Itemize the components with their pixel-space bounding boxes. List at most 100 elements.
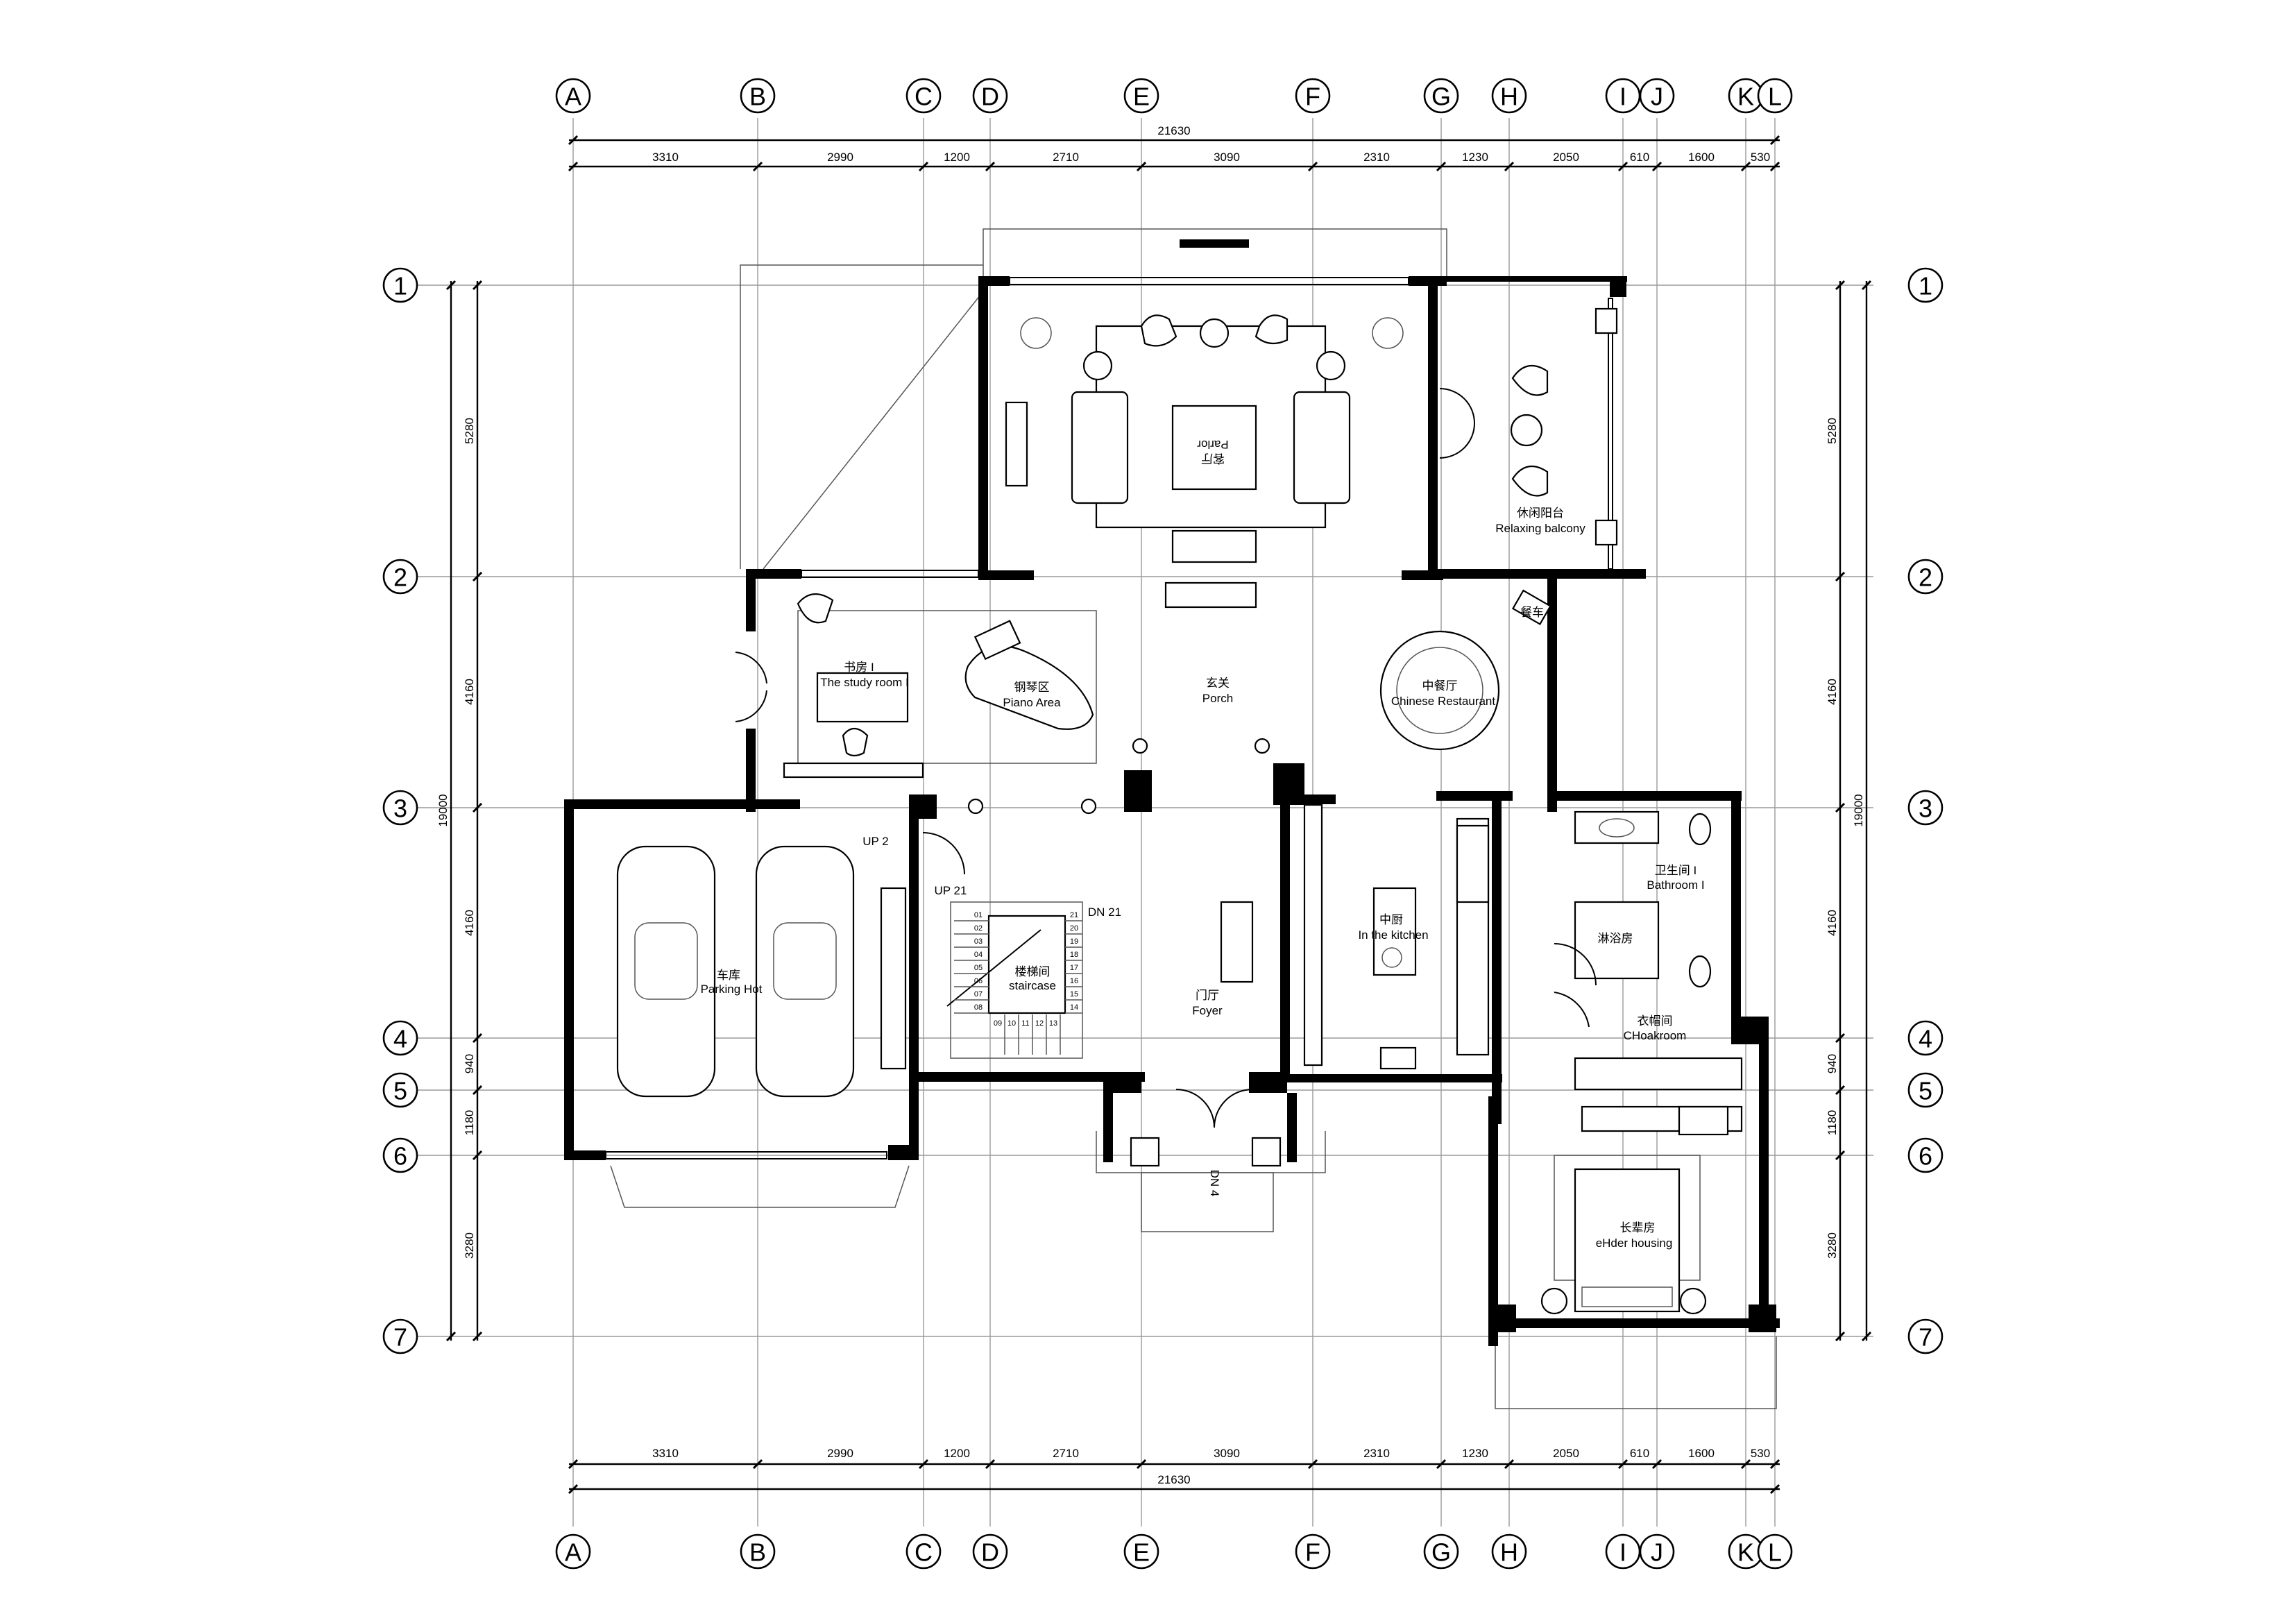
dimension-tick (568, 1484, 579, 1495)
axis-bubbles-left: 1 2 3 4 5 6 7 (382, 267, 418, 1354)
kitchen-label-cn: 中厨 (1379, 913, 1403, 926)
shower-label: 淋浴房 (1598, 932, 1633, 945)
bottom-dimension-c-d: 1200 (944, 1447, 970, 1460)
kitchen-sink-south (1379, 1046, 1417, 1070)
window-north-parlor (1009, 277, 1409, 285)
dimension-tick (1504, 161, 1515, 172)
dimension-tick (918, 161, 929, 172)
svg-text:L: L (1768, 1538, 1782, 1567)
bottom-total-dimension: 21630 (1157, 1473, 1190, 1486)
porch-foyer-items: 玄关 Porch 门厅 Foyer DN 4 (967, 581, 1282, 1232)
garage-storage (880, 887, 907, 1070)
dimension-tick (1307, 161, 1318, 172)
left-dimension-5-6: 1180 (463, 1110, 476, 1136)
piano-label-en: Piano Area (1003, 696, 1061, 709)
up2-label: UP 2 (862, 835, 889, 848)
parlor-coffee-table (1171, 405, 1257, 491)
bottom-dimension-f-g: 2310 (1363, 1447, 1390, 1460)
elder-nightstand-left (1540, 1287, 1568, 1315)
kitchen-label-en: In the kitchen (1358, 928, 1428, 942)
terrace-outlines (610, 228, 1777, 1409)
staircase-label-cn: 楼梯间 (1015, 965, 1051, 978)
svg-text:6: 6 (1919, 1142, 1932, 1171)
porch-label-cn: 玄关 (1206, 677, 1230, 690)
dimension-tick (752, 1459, 763, 1470)
axis-bubble-left-4: 4 (382, 1020, 418, 1056)
elder-se-column (1749, 1305, 1776, 1332)
dimension-tick (472, 1085, 483, 1096)
garage-label-cn: 车库 (717, 969, 740, 982)
dimension-tick (1136, 161, 1147, 172)
study-door-swing (735, 652, 767, 722)
axis-bubble-top-d: D (972, 78, 1008, 114)
bay-window-frame (1180, 239, 1249, 248)
axis-bubble-bottom-f: F (1295, 1533, 1331, 1570)
restaurant-label-cn: 中餐厅 (1422, 679, 1458, 692)
foyer-label-en: Foyer (1192, 1004, 1223, 1017)
axis-bubble-bottom-g: G (1423, 1533, 1459, 1570)
entry-steps (1141, 1172, 1274, 1232)
garage-label-en: Parking Hot (701, 983, 763, 996)
axis-bubble-top-f: F (1295, 78, 1331, 114)
axis-bubble-top-l: L (1757, 78, 1793, 114)
bathroom-label-en: Bathroom I (1647, 878, 1704, 892)
axis-bubble-left-3: 3 (382, 790, 418, 826)
svg-text:7: 7 (1919, 1323, 1932, 1352)
top-dimension-e-f: 3090 (1214, 151, 1240, 164)
balcony-north-wall (1447, 276, 1627, 282)
garage-apron-outline (610, 1165, 910, 1208)
cloakroom-label-en: CHoakroom (1624, 1029, 1687, 1042)
stair-step-number: 11 (1021, 1019, 1029, 1028)
balcony-label-en: Relaxing balcony (1495, 522, 1585, 535)
plant-right-icon (1372, 317, 1404, 349)
svg-text:2: 2 (1919, 563, 1932, 592)
dimension-lines (445, 135, 1872, 1495)
plant-left-icon (1020, 317, 1052, 349)
study-armchair (797, 593, 834, 624)
axis-bubbles-top: A B C D E F G H I J K L (555, 78, 1793, 114)
kitchen-furniture: 中厨 In the kitchen (1303, 804, 1490, 1070)
kitchen-island (1372, 887, 1417, 976)
stair-step-number: 06 (974, 977, 983, 985)
foyer-entry-west (1103, 1093, 1113, 1162)
axis-bubble-left-6: 6 (382, 1137, 418, 1173)
axis-bubble-bottom-l: L (1757, 1533, 1793, 1570)
left-dimension-2-3: 4160 (463, 679, 476, 705)
porch-console (1164, 581, 1257, 609)
top-dimension-a-b: 3310 (652, 151, 679, 164)
axis-bubble-bottom-a: A (555, 1533, 591, 1570)
dimension-tick (1769, 135, 1780, 146)
garage-south-wall (564, 1150, 606, 1160)
svg-text:G: G (1431, 83, 1451, 111)
axis-bubble-top-b: B (740, 78, 776, 114)
balcony-round-table (1510, 414, 1543, 447)
svg-text:A: A (565, 83, 581, 111)
dimension-tick (1835, 1331, 1846, 1342)
study-desk (816, 672, 909, 723)
parlor-east-wall (1428, 276, 1438, 580)
elder-window-east (1760, 1110, 1768, 1305)
bottom-dimension-j-k: 1600 (1688, 1447, 1715, 1460)
porch-label-en: Porch (1202, 692, 1233, 705)
axis-bubble-bottom-b: B (740, 1533, 776, 1570)
left-dimension-6-7: 3280 (463, 1232, 476, 1259)
svg-text:4: 4 (1919, 1025, 1932, 1053)
axis-bubble-left-1: 1 (382, 267, 418, 303)
elder-desk (1678, 1105, 1729, 1136)
stair-step-number: 10 (1007, 1019, 1016, 1028)
dimension-tick (1504, 1459, 1515, 1470)
dimension-tick (472, 1331, 483, 1342)
stair-step-number: 20 (1070, 924, 1078, 933)
entry-planter-e (1251, 1137, 1282, 1167)
axis-bubbles-right: 1 2 3 4 5 6 7 (1907, 267, 1944, 1354)
balcony-furniture: 休闲阳台 Relaxing balcony (1439, 307, 1618, 546)
stair-step-number: 02 (974, 924, 983, 933)
svg-text:H: H (1500, 83, 1518, 111)
svg-text:H: H (1500, 1538, 1518, 1567)
garage-ne-column (909, 794, 937, 819)
dn21-label: DN 21 (1088, 906, 1121, 919)
dimension-tick (918, 1459, 929, 1470)
elder-bed (1574, 1168, 1681, 1313)
porch-post-w (1080, 798, 1097, 815)
